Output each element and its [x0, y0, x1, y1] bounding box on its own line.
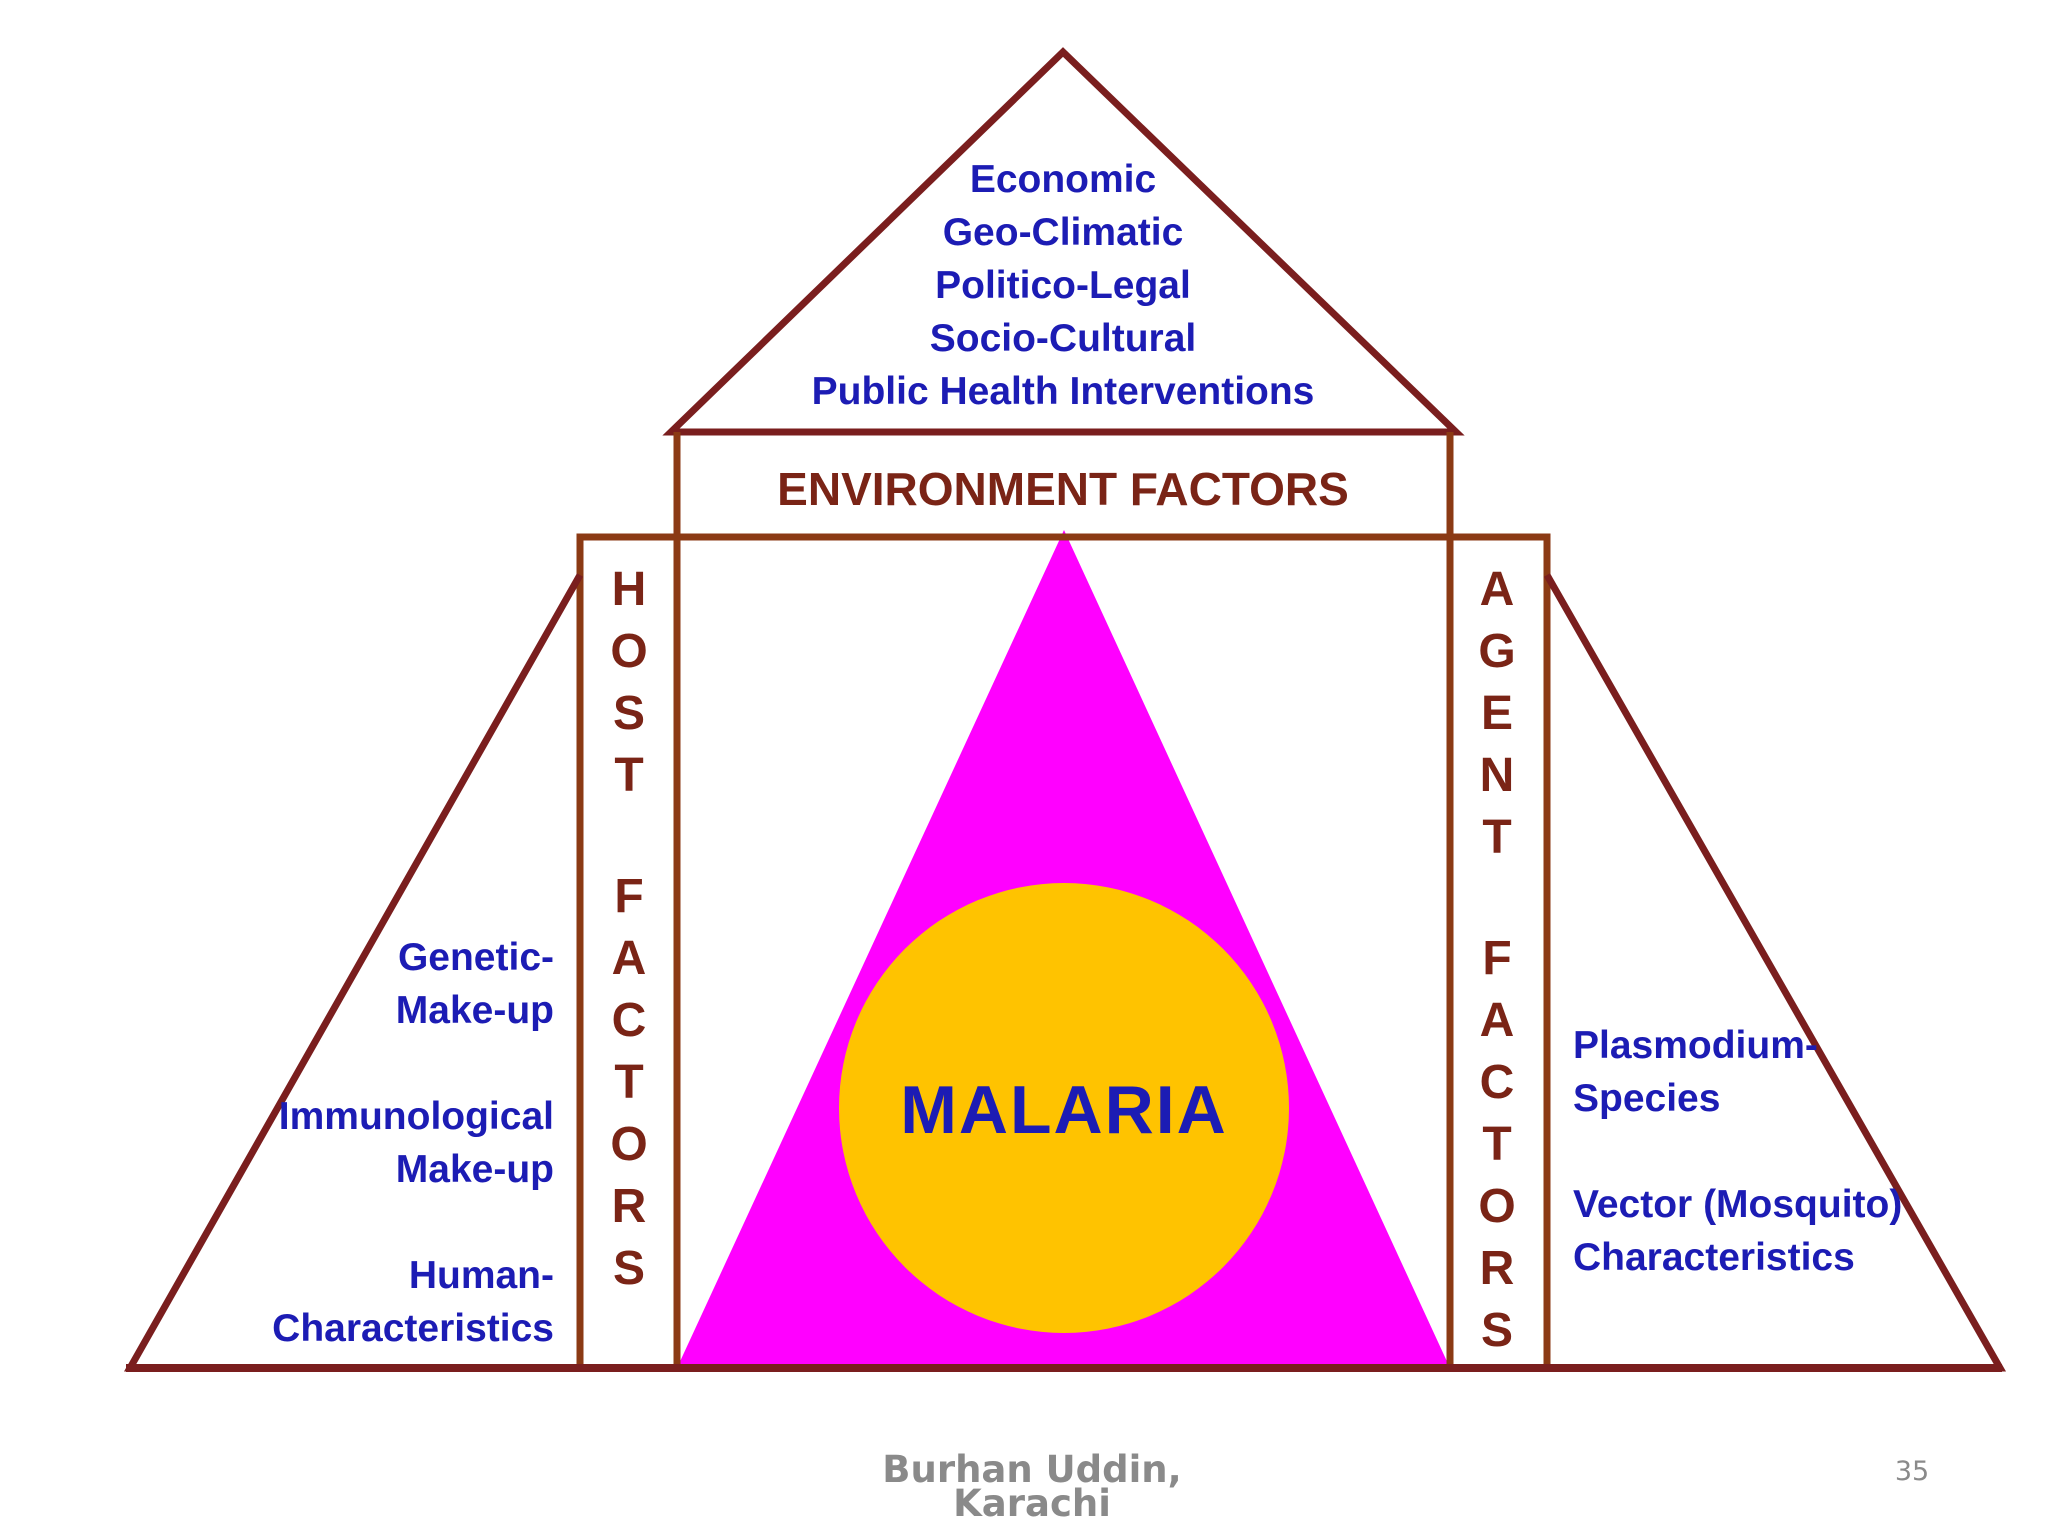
environment-item: Economic — [970, 158, 1156, 201]
malaria-circle — [839, 883, 1289, 1333]
agent-item-line: Species — [1573, 1077, 1720, 1120]
host-letter: T — [614, 1056, 643, 1109]
agent-letter: A — [1480, 563, 1515, 616]
environment-item: Geo-Climatic — [943, 211, 1184, 254]
agent-letter: G — [1478, 625, 1515, 678]
agent-letter: T — [1482, 1118, 1511, 1171]
agent-letter: C — [1480, 1056, 1515, 1109]
agent-letter: N — [1480, 749, 1515, 802]
environment-item: Socio-Cultural — [930, 317, 1197, 360]
agent-letter: R — [1480, 1242, 1515, 1295]
host-letter: H — [612, 563, 647, 616]
host-item-line: Characteristics — [272, 1307, 554, 1350]
host-letter: A — [612, 932, 647, 985]
host-item-line: Human- — [409, 1254, 554, 1297]
agent-letter: S — [1481, 1304, 1513, 1357]
host-letter: C — [612, 994, 647, 1047]
agent-letter: O — [1478, 1180, 1515, 1233]
agent-item-line: Characteristics — [1573, 1236, 1855, 1279]
host-letter: R — [612, 1180, 647, 1233]
agent-letter: A — [1480, 994, 1515, 1047]
host-item-line: Genetic- — [398, 936, 554, 979]
agent-letter: E — [1481, 687, 1513, 740]
agent-item-line: Vector (Mosquito) — [1573, 1183, 1902, 1226]
host-letter: O — [610, 625, 647, 678]
environment-item: Public Health Interventions — [812, 370, 1315, 413]
host-letter: S — [613, 687, 645, 740]
host-letter: S — [613, 1242, 645, 1295]
agent-letter: T — [1482, 811, 1511, 864]
host-item-line: Make-up — [396, 1148, 554, 1191]
footer-author-line1: Burhan Uddin, — [882, 1448, 1181, 1491]
agent-items: Plasmodium- Species Vector (Mosquito) Ch… — [1573, 1024, 1902, 1279]
environment-roof — [662, 47, 1465, 436]
environment-items: Economic Geo-Climatic Politico-Legal Soc… — [812, 158, 1315, 413]
host-letter: O — [610, 1118, 647, 1171]
host-letter: T — [614, 749, 643, 802]
host-letter: F — [614, 870, 643, 923]
agent-item-line: Plasmodium- — [1573, 1024, 1818, 1067]
page-number: 35 — [1895, 1456, 1929, 1487]
environment-item: Politico-Legal — [935, 264, 1191, 307]
footer-author-line2: Karachi — [953, 1482, 1111, 1525]
agent-letter: F — [1482, 932, 1511, 985]
host-item-line: Make-up — [396, 989, 554, 1032]
agent-factors-label: A G E N T F A C T O R S — [1478, 563, 1515, 1357]
host-item-line: Immunological — [279, 1095, 554, 1138]
host-factors-label: H O S T F A C T O R S — [610, 563, 647, 1295]
environment-factors-label: ENVIRONMENT FACTORS — [777, 463, 1349, 515]
host-items: Genetic- Make-up Immunological Make-up H… — [272, 936, 554, 1350]
malaria-label: MALARIA — [900, 1072, 1228, 1148]
